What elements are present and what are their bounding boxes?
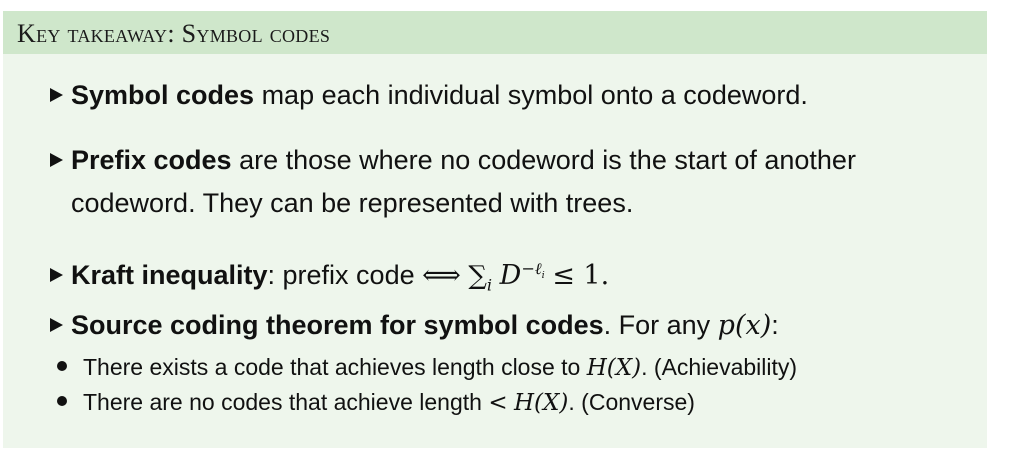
block-header: Key takeaway: Symbol codes	[3, 11, 987, 54]
triangle-bullet-icon	[50, 268, 63, 282]
sub-item-achievability: There exists a code that achieves length…	[57, 350, 797, 385]
sum-symbol: ∑	[468, 261, 487, 291]
kraft-exponent-sub: i	[541, 270, 545, 282]
triangle-bullet-icon	[50, 318, 63, 332]
sub-item-math: H(X)	[514, 390, 569, 416]
iff-symbol: ⟺	[422, 260, 461, 291]
math-func: p	[717, 310, 735, 341]
triangle-bullet-icon	[50, 153, 63, 167]
sub-item-converse: There are no codes that achieve length <…	[57, 385, 695, 420]
kraft-relation: ≤ 1.	[552, 260, 610, 291]
bullet-item-source-coding: Source coding theorem for symbol codes. …	[50, 304, 779, 347]
sub-item-text-after: . (Converse)	[568, 389, 695, 415]
kraft-exponent: −ℓ	[521, 259, 542, 278]
sub-item-text: There are no codes that achieve length	[83, 389, 489, 415]
item-tail: :	[771, 310, 779, 340]
item-continuation: codeword. They can be represented with t…	[71, 188, 634, 218]
triangle-bullet-icon	[50, 88, 63, 102]
dot-bullet-icon	[57, 361, 67, 371]
bullet-item-symbol-codes: Symbol codes map each individual symbol …	[50, 74, 808, 117]
bullet-item-prefix-codes: Prefix codes are those where no codeword…	[50, 139, 856, 182]
item-bold-term: Symbol codes	[71, 80, 255, 110]
takeaway-block: Key takeaway: Symbol codes	[3, 11, 987, 448]
math-arg: (x)	[734, 310, 772, 341]
item-text: : prefix code	[267, 260, 423, 290]
item-text: . For any	[603, 310, 718, 340]
item-text: map each individual symbol onto a codewo…	[254, 80, 808, 110]
item-bold-term: Kraft inequality	[71, 260, 268, 290]
sub-item-math: H(X)	[586, 355, 642, 381]
item-text: are those where no codeword is the start…	[231, 145, 856, 175]
block-title: Key takeaway: Symbol codes	[17, 19, 331, 48]
item-bold-term: Prefix codes	[71, 145, 232, 175]
dot-bullet-icon	[57, 396, 67, 406]
sub-item-text: There exists a code that achieves length…	[83, 354, 587, 380]
sub-item-text-after: . (Achievability)	[641, 354, 798, 380]
item-bold-term: Source coding theorem for symbol codes	[71, 310, 604, 340]
bullet-item-kraft: Kraft inequality: prefix code ⟺ ∑i D−ℓi …	[50, 247, 609, 306]
sub-item-relation: <	[488, 390, 508, 416]
sum-index: i	[486, 275, 493, 295]
kraft-base: D	[499, 260, 522, 291]
